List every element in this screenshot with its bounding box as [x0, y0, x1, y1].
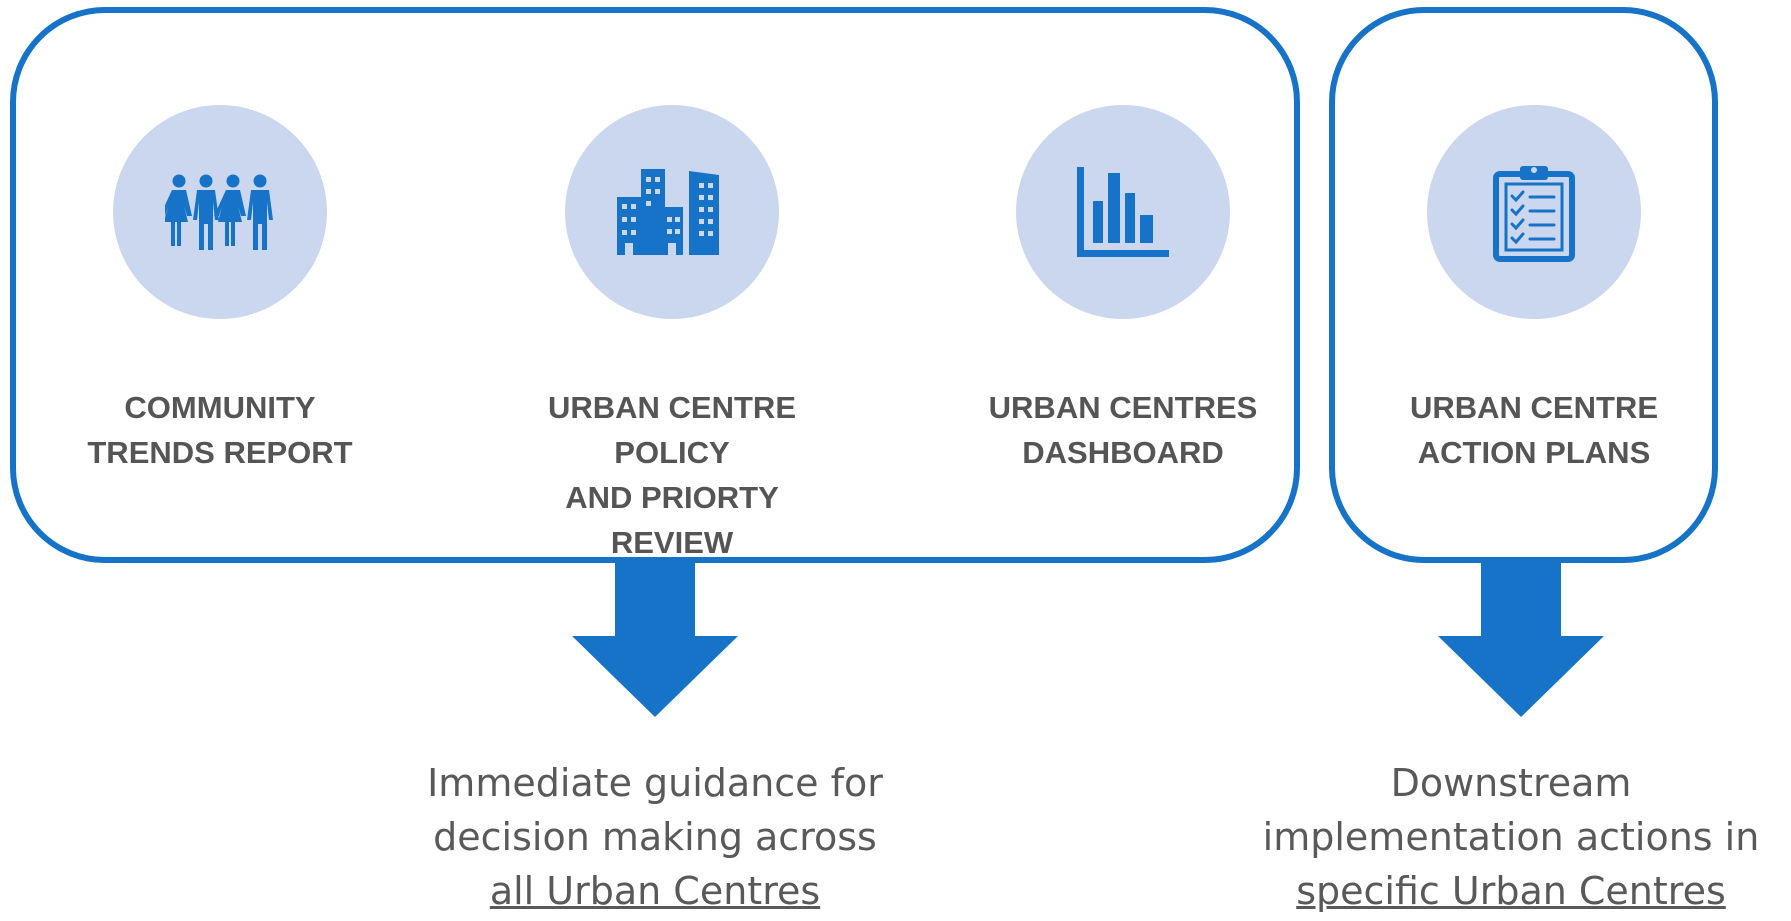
- item-label-line2: ACTION PLANS: [1417, 435, 1651, 470]
- icon-circle: [113, 105, 327, 319]
- outcome-specific-urban-centres: Downstream implementation actions in spe…: [1231, 756, 1791, 918]
- item-label-line1: URBAN CENTRE: [1410, 390, 1658, 425]
- people-icon: [165, 174, 273, 250]
- outcome-line3: specific Urban Centres: [1296, 869, 1726, 913]
- outcome-line2: decision making across: [433, 815, 877, 859]
- bar-chart-icon: [1077, 167, 1169, 257]
- outcome-line1: Immediate guidance for: [427, 761, 883, 805]
- item-label: URBAN CENTRES DASHBOARD: [963, 385, 1283, 475]
- icon-circle: [1427, 105, 1641, 319]
- item-label: URBAN CENTRE ACTION PLANS: [1374, 385, 1694, 475]
- outcome-line3: all Urban Centres: [489, 869, 821, 913]
- item-label: COMMUNITY TRENDS REPORT: [60, 385, 380, 475]
- arrow-down-left: [572, 557, 738, 717]
- item-label: URBAN CENTRE POLICY AND PRIORTY REVIEW: [512, 385, 832, 565]
- arrow-down-right: [1438, 557, 1604, 717]
- item-label-line1: URBAN CENTRES: [988, 390, 1258, 425]
- item-urban-centres-dashboard: URBAN CENTRES DASHBOARD: [963, 105, 1283, 485]
- outcome-line2: implementation actions in: [1262, 815, 1760, 859]
- item-label-line1: URBAN CENTRE POLICY: [548, 390, 796, 470]
- item-label-line1: COMMUNITY: [124, 390, 316, 425]
- item-label-line2: DASHBOARD: [1022, 435, 1224, 470]
- item-label-line2: AND PRIORTY REVIEW: [565, 480, 779, 560]
- clipboard-checklist-icon: [1493, 166, 1575, 262]
- item-community-trends-report: COMMUNITY TRENDS REPORT: [60, 105, 380, 485]
- icon-circle: [565, 105, 779, 319]
- icon-circle: [1016, 105, 1230, 319]
- buildings-icon: [617, 169, 719, 255]
- item-urban-centre-policy-review: URBAN CENTRE POLICY AND PRIORTY REVIEW: [512, 105, 832, 560]
- outcome-all-urban-centres: Immediate guidance for decision making a…: [365, 756, 945, 918]
- item-urban-centre-action-plans: URBAN CENTRE ACTION PLANS: [1374, 105, 1694, 485]
- item-label-line2: TRENDS REPORT: [87, 435, 353, 470]
- outcome-line1: Downstream: [1390, 761, 1632, 805]
